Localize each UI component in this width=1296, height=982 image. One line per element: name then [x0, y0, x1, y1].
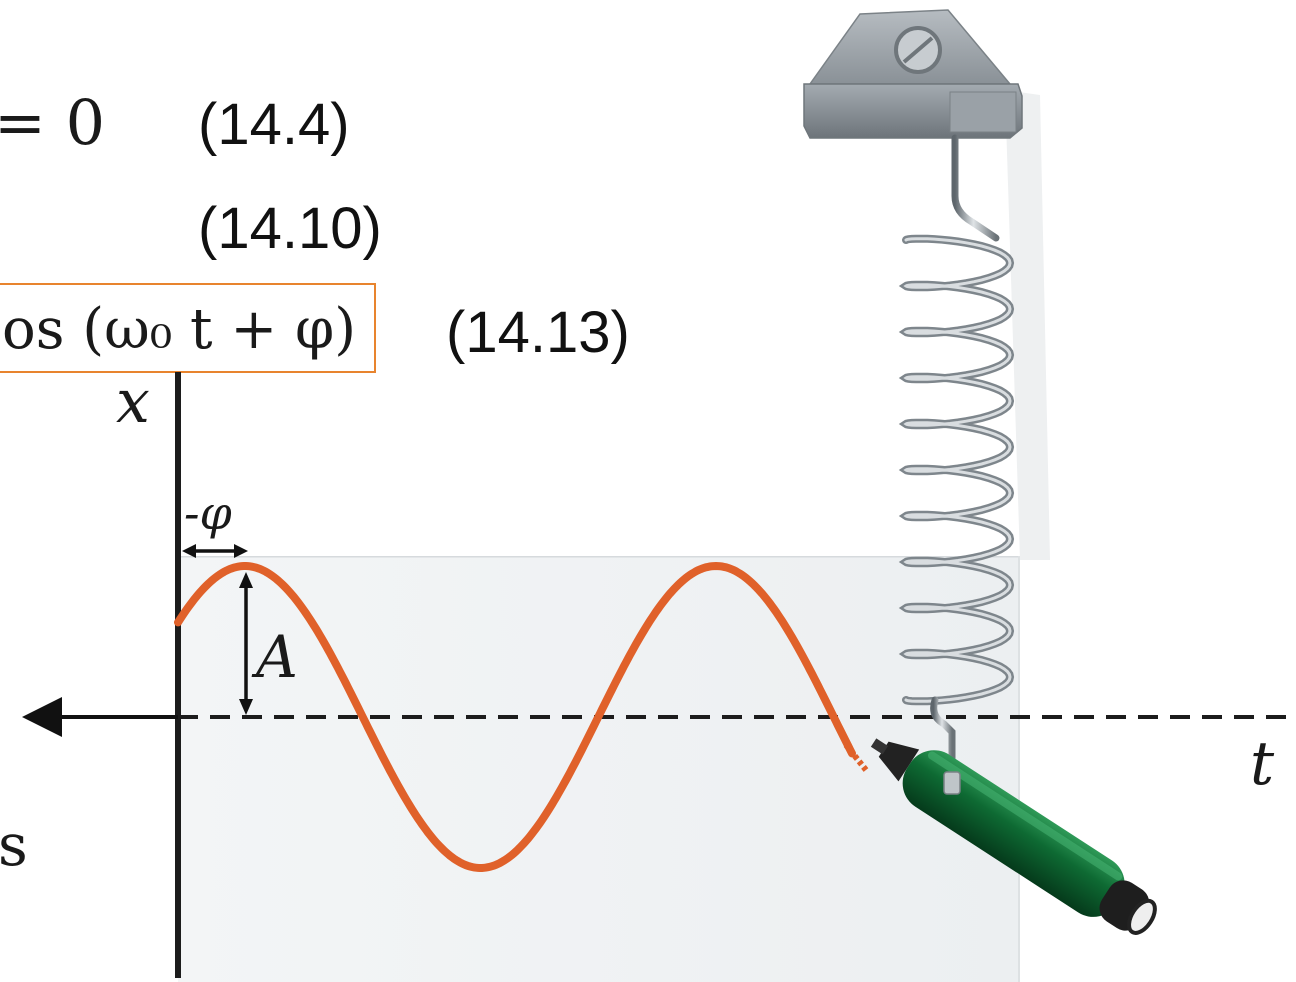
mount-block-icon [803, 9, 1023, 139]
equation-1-number: (14.4) [198, 92, 350, 157]
sine-curve [174, 561, 856, 872]
t-axis-label: t [1250, 729, 1275, 799]
equation-3-text: os (ω₀ t + φ) [2, 297, 357, 362]
left-text-fragment: s [0, 811, 28, 879]
equation-1-text: = 0 [0, 86, 106, 159]
x-axis-label: x [116, 367, 150, 437]
equation-3-box [0, 283, 376, 373]
spring-icon [898, 134, 1015, 794]
sine-curve-tail [843, 743, 869, 772]
equation-3-number: (14.13) [446, 300, 630, 365]
amplitude-label: A [256, 623, 298, 691]
equation-2-number: (14.10) [198, 196, 382, 261]
phase-label: -φ [184, 486, 232, 540]
